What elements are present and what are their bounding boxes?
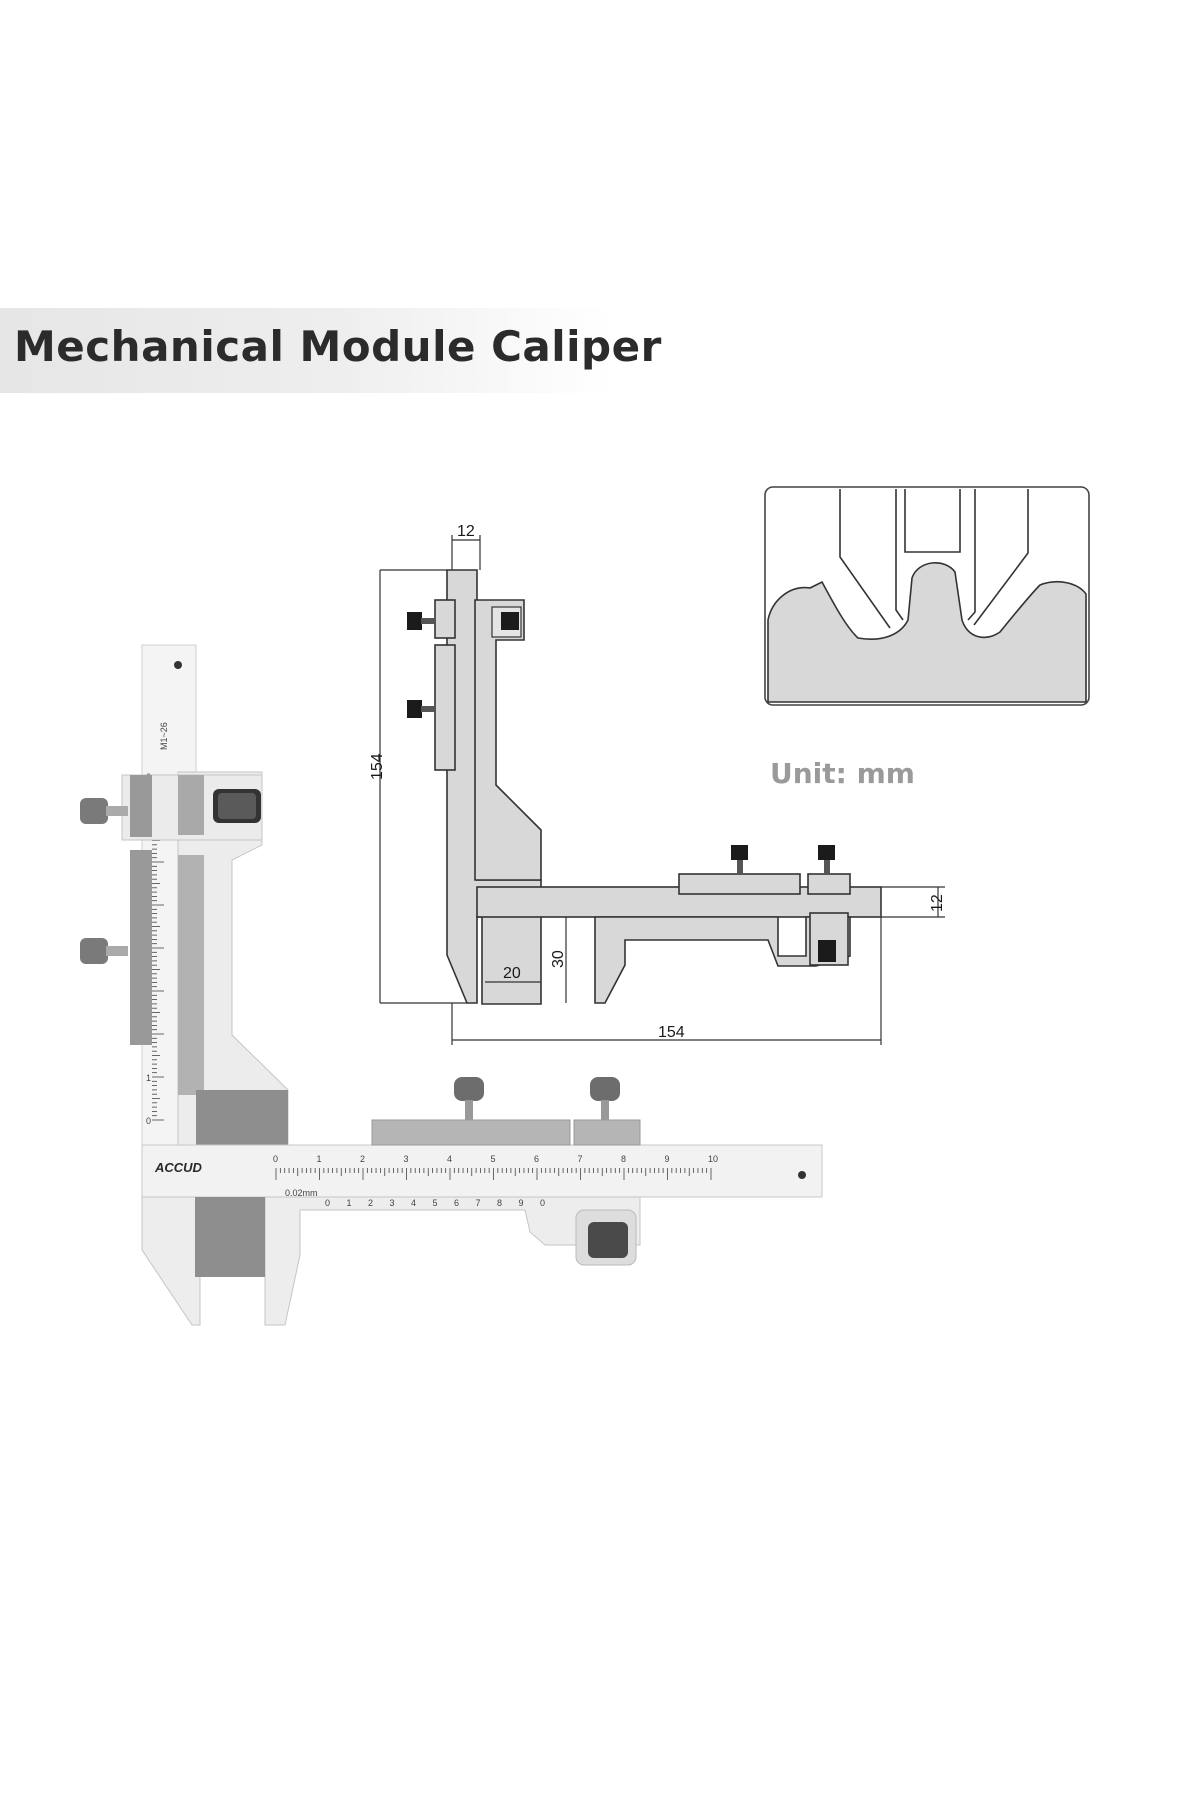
vernier-scale-label: 8 [497, 1198, 502, 1208]
drawing-horizontal-slider [594, 916, 851, 1004]
drawing-top-gib [678, 873, 801, 895]
dim-beam-thickness: 12 [929, 894, 946, 912]
main-scale-ticks [275, 1168, 712, 1180]
main-scale-label: 4 [447, 1154, 452, 1164]
knurled-knob-icon [213, 789, 261, 823]
vernier-scale-label: 3 [390, 1198, 395, 1208]
main-scale-label: 9 [665, 1154, 670, 1164]
title-banner: Mechanical Module Caliper [0, 308, 661, 393]
thumb-screw-icon [454, 1077, 484, 1120]
dimension-lines [379, 535, 945, 1045]
dim-top-jaw-width: 12 [457, 523, 475, 540]
inset-jaw-lines [839, 489, 1029, 629]
drawing-screw-icon [407, 612, 435, 630]
brand-logo: ACCUD [154, 1160, 203, 1175]
thumb-screw-icon [80, 798, 128, 824]
vernier-scale-label: 0 [540, 1198, 545, 1208]
vernier-scale-label: 9 [519, 1198, 524, 1208]
drawing-screw-icon [818, 845, 835, 874]
main-beam [141, 1144, 823, 1198]
vertical-gib-bar [130, 850, 152, 1045]
vernier-slider [264, 1196, 641, 1326]
main-scale-label: 8 [621, 1154, 626, 1164]
model-mark: M1~26 [159, 722, 169, 750]
fixed-jaw [141, 1196, 201, 1326]
gear-detail-inset [764, 486, 1090, 706]
vernier-scale-label: 5 [433, 1198, 438, 1208]
drawing-screw-icon [731, 845, 748, 874]
rivet-icon [174, 661, 182, 669]
vertical-scale-ticks [152, 775, 164, 1121]
main-top-gib [573, 1119, 641, 1146]
dim-height: 154 [369, 753, 386, 780]
vernier-scale-label: 6 [454, 1198, 459, 1208]
thumb-screw-icon [590, 1077, 620, 1120]
vernier-scale-label: 1 [347, 1198, 352, 1208]
vertical-gib-bar [130, 775, 152, 837]
main-scale-label: 7 [578, 1154, 583, 1164]
main-scale-label: 6 [534, 1154, 539, 1164]
drawing-vertical-slider [474, 599, 542, 881]
main-scale-labels: 0 1 2 3 4 5 6 7 8 9 10 [273, 1154, 718, 1164]
dim-jaw-depth: 30 [550, 950, 567, 968]
vertical-scale-label: 0 [146, 1116, 151, 1126]
drawing-knob-icon [501, 612, 519, 630]
vernier-scale-label: 4 [411, 1198, 416, 1208]
main-scale-label: 2 [360, 1154, 365, 1164]
caliper-photo: M1~26 0 1 2 3 4 5 6 7 8 ACCUD 0 1 2 3 4 5 6 7 [80, 644, 823, 1326]
vernier-scale-labels: 0 1 2 3 4 5 6 7 8 9 0 [325, 1198, 545, 1208]
main-scale-label: 3 [404, 1154, 409, 1164]
vertical-gib-bar [178, 855, 204, 1095]
vertical-jaw-block [196, 1090, 288, 1145]
knurled-knob-icon [575, 1209, 637, 1266]
drawing-knob-icon [818, 940, 836, 962]
vernier-scale-label: 7 [476, 1198, 481, 1208]
rivet-icon [798, 1171, 806, 1179]
vernier-precision: 0.02mm [285, 1188, 318, 1198]
dim-length: 154 [658, 1024, 685, 1041]
dim-jaw-gap: 20 [503, 965, 521, 982]
thumb-screw-icon [80, 938, 128, 964]
drawing-left-gib [434, 644, 456, 771]
main-scale-label: 10 [708, 1154, 718, 1164]
drawing-top-gib [807, 873, 851, 895]
main-scale-label: 0 [273, 1154, 278, 1164]
vertical-gib-bar [178, 775, 204, 835]
main-scale-label: 5 [491, 1154, 496, 1164]
gear-teeth [767, 562, 1087, 703]
page-title: Mechanical Module Caliper [14, 322, 662, 371]
fixed-jaw-block [195, 1197, 265, 1277]
drawing-upper-block [434, 599, 456, 639]
vertical-scale-label: 1 [146, 1073, 151, 1083]
vernier-scale-label: 0 [325, 1198, 330, 1208]
main-scale-label: 1 [317, 1154, 322, 1164]
drawing-screw-icon [407, 700, 435, 718]
main-top-gib [371, 1119, 571, 1146]
technical-drawing: 12 154 12 20 30 154 [369, 523, 946, 1045]
vernier-scale-label: 2 [368, 1198, 373, 1208]
unit-label: Unit: mm [770, 757, 915, 790]
